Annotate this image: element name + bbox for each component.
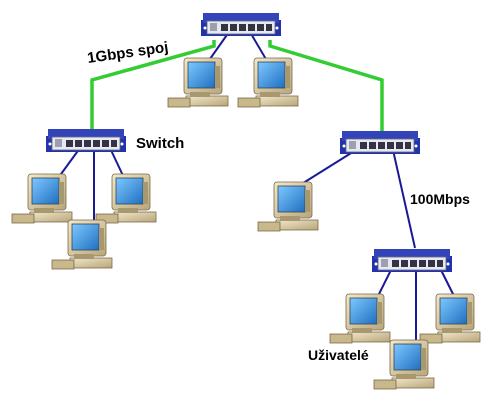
link-top-to-right-switch [268, 40, 384, 132]
speed-label: 100Mbps [410, 191, 470, 207]
user-switch-icon [371, 248, 453, 273]
computer-icon-top-1 [167, 57, 229, 108]
core-switch-icon [200, 12, 282, 37]
link-right-pc-1 [299, 149, 357, 186]
link-right-to-user-switch [392, 149, 416, 249]
computer-icon-user-2 [419, 293, 481, 344]
computer-icon-right-1 [257, 181, 319, 232]
computer-icon-user-3 [373, 339, 435, 390]
users-label: Uživatelé [308, 347, 369, 363]
left-switch-icon [45, 128, 127, 153]
computer-icon-top-2 [237, 57, 299, 108]
computer-icon-left-2 [95, 173, 157, 224]
link-top-to-left-switch [90, 40, 216, 132]
computer-icon-user-1 [329, 293, 391, 344]
right-switch-icon [339, 130, 421, 155]
gigabit-links [90, 40, 384, 132]
computer-icon-left-1 [11, 173, 73, 224]
switch-label: Switch [136, 135, 184, 152]
computer-icon-left-3 [51, 219, 113, 270]
